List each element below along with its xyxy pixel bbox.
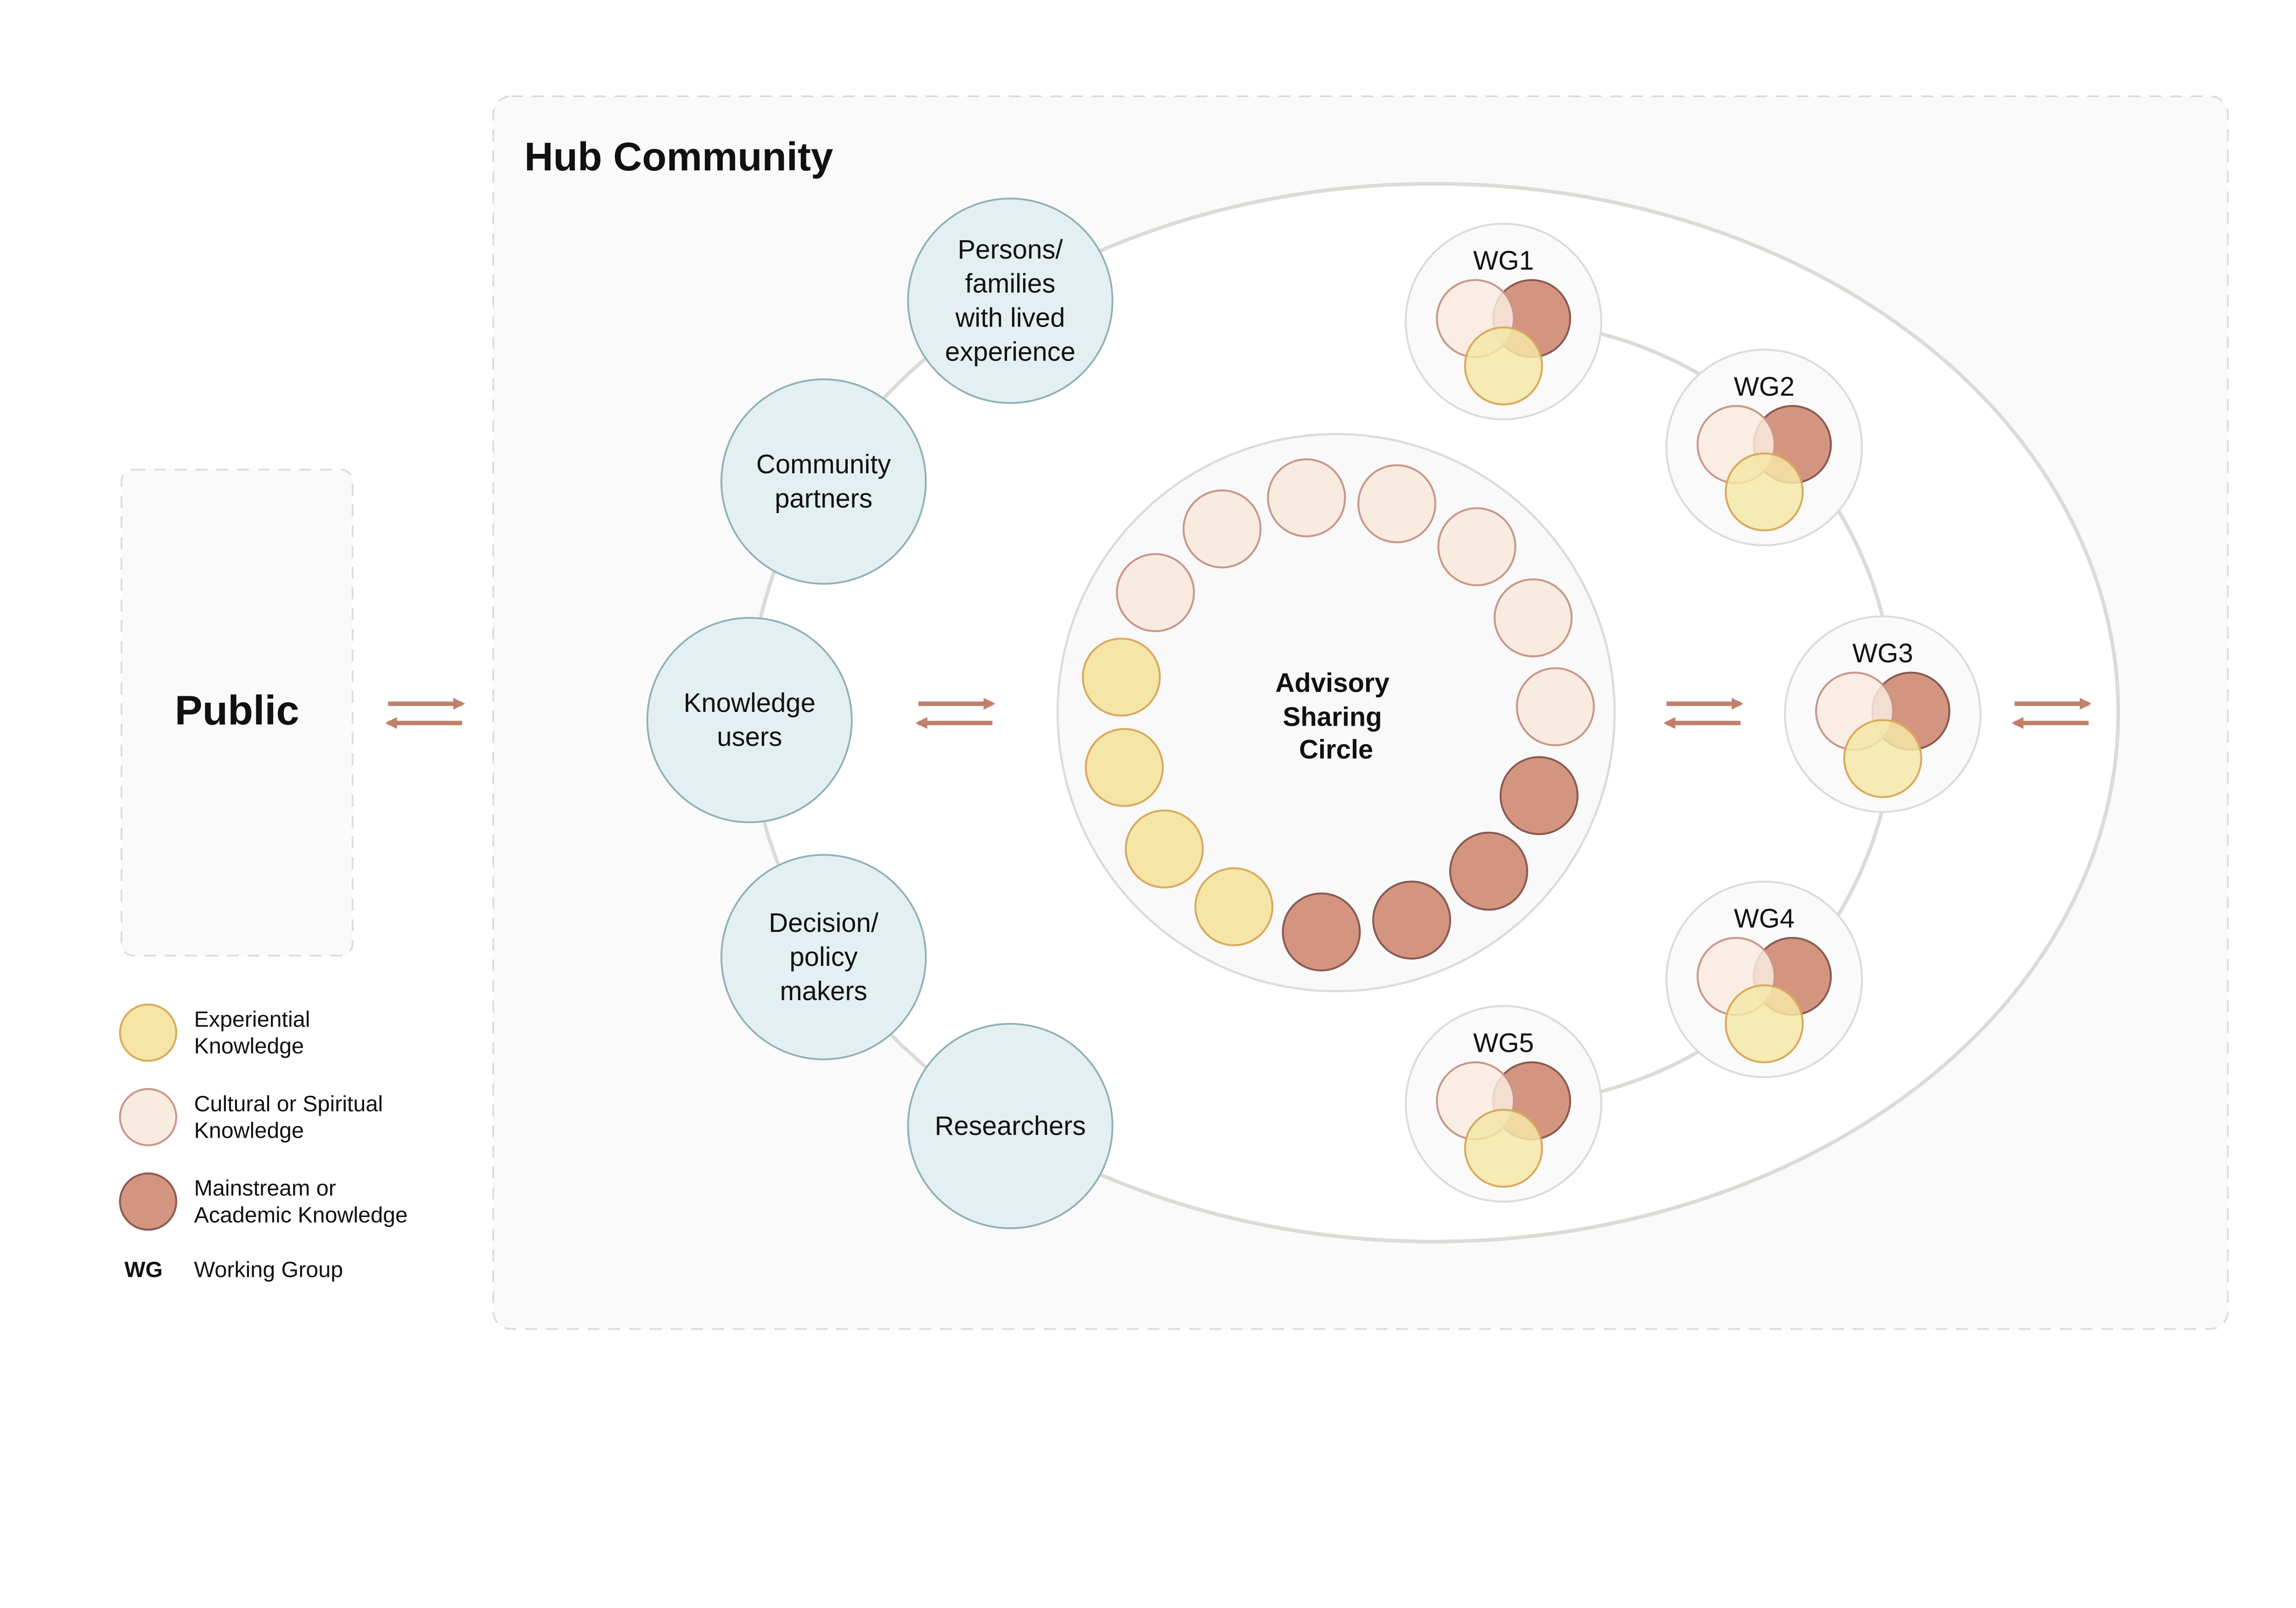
mainstream-knowledge-circle: [1499, 756, 1579, 835]
working-group-5: WG5: [1405, 1005, 1603, 1203]
legend-item-working-group: WG Working Group: [124, 1258, 343, 1282]
public-title: Public: [175, 687, 299, 733]
experiential-knowledge-circle: [119, 1003, 177, 1062]
experiential-knowledge-circle: [1724, 452, 1804, 531]
cultural-knowledge-circle: [1437, 507, 1517, 587]
experiential-knowledge-circle: [1194, 867, 1274, 947]
cultural-knowledge-circle: [1493, 578, 1573, 658]
experiential-knowledge-circle: [1125, 809, 1204, 889]
bidirectional-arrow-icon: [2011, 698, 2092, 729]
working-group-1: WG1: [1405, 223, 1603, 420]
working-group-label: WG5: [1473, 1028, 1534, 1058]
experiential-knowledge-circle: [1843, 719, 1922, 798]
cultural-knowledge-circle: [1182, 489, 1262, 569]
experiential-knowledge-circle: [1085, 728, 1164, 807]
mainstream-knowledge-circle: [1449, 831, 1528, 911]
experiential-knowledge-circle: [1081, 638, 1161, 717]
working-group-label: WG3: [1852, 638, 1913, 668]
working-group-label: WG4: [1734, 903, 1795, 933]
stakeholder-researchers: Researchers: [907, 1023, 1114, 1230]
cultural-knowledge-circle: [1116, 553, 1195, 632]
public-box: Public: [120, 468, 354, 957]
cultural-knowledge-circle: [1357, 464, 1436, 543]
exchange-arrows: [385, 698, 2092, 729]
cultural-knowledge-circle: [1267, 458, 1346, 537]
bidirectional-arrow-icon: [915, 698, 996, 729]
working-group-4: WG4: [1665, 880, 1863, 1078]
experiential-knowledge-circle: [1724, 984, 1804, 1063]
working-group-label: WG1: [1473, 246, 1534, 276]
mainstream-knowledge-circle: [1372, 880, 1452, 960]
advisory-members: [1081, 458, 1595, 971]
stakeholder-label: Researchers: [934, 1111, 1086, 1141]
legend-wg-abbrev: WG: [124, 1258, 163, 1282]
cultural-knowledge-circle: [1516, 667, 1595, 746]
working-group-label: WG2: [1734, 372, 1795, 401]
mainstream-knowledge-circle: [1282, 892, 1361, 971]
advisory-label: Advisory Sharing Circle: [1275, 668, 1397, 764]
working-group-3: WG3: [1784, 615, 1981, 813]
bidirectional-arrow-icon: [1663, 698, 1744, 729]
mainstream-knowledge-circle: [119, 1172, 177, 1231]
legend-wg-text: Working Group: [194, 1258, 343, 1282]
working-group-2: WG2: [1665, 349, 1863, 547]
cultural-knowledge-circle: [119, 1088, 177, 1146]
hub-title: Hub Community: [524, 135, 833, 179]
advisory-sharing-circle: Advisory Sharing Circle: [1056, 433, 1616, 993]
bidirectional-arrow-icon: [385, 698, 465, 729]
experiential-knowledge-circle: [1464, 326, 1543, 406]
experiential-knowledge-circle: [1464, 1109, 1543, 1188]
